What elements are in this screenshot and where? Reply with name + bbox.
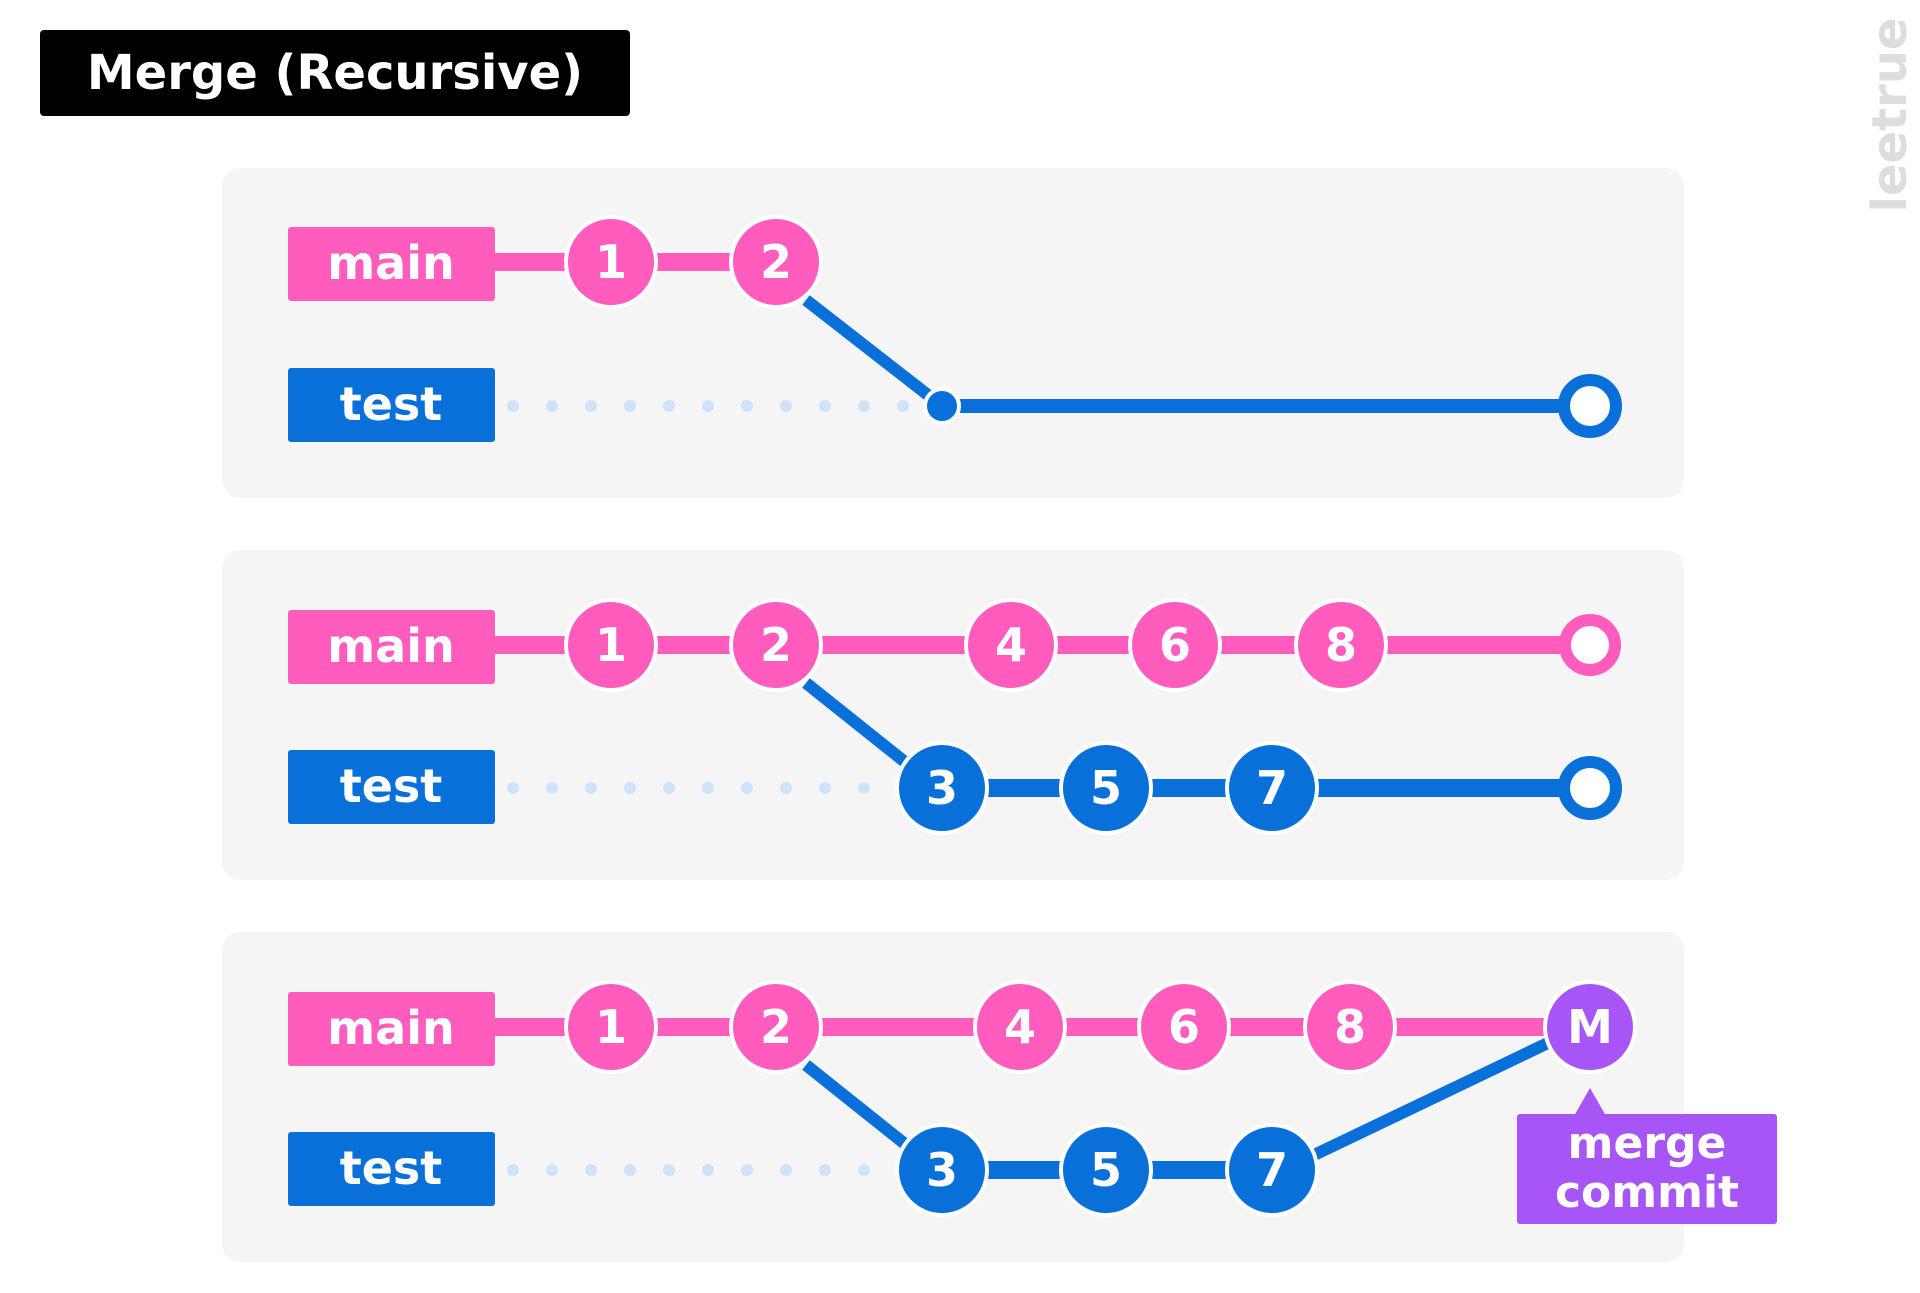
commit-label: 6	[1168, 1000, 1200, 1054]
branch-label-test-text: test	[340, 1141, 443, 1195]
commit-node	[1303, 980, 1397, 1074]
branch-label-main	[288, 227, 495, 301]
commit-node	[564, 980, 658, 1074]
commit-node	[564, 215, 658, 309]
branch-tip-test	[1558, 756, 1622, 820]
commit-label: 8	[1325, 618, 1357, 672]
dotted-history	[507, 400, 909, 412]
commit-label: 7	[1256, 761, 1288, 815]
commit-label: 1	[595, 235, 627, 289]
merge-commit-label: M	[1567, 1000, 1613, 1054]
commit-node	[1137, 980, 1231, 1074]
commit-node	[1059, 741, 1153, 835]
branch-off-line	[802, 295, 946, 411]
callout-line-1: merge	[1568, 1118, 1727, 1169]
branch-label-test-text: test	[340, 759, 443, 813]
panel-1: main 1 2 test	[222, 168, 1684, 498]
commit-label: 4	[995, 618, 1027, 672]
branch-label-main-text: main	[327, 619, 455, 673]
dotted-history	[507, 1164, 870, 1176]
commit-label: 3	[926, 761, 958, 815]
commit-label: 5	[1090, 1143, 1122, 1197]
commit-node	[1059, 1123, 1153, 1217]
branch-point	[923, 387, 961, 425]
branch-label-main-text: main	[327, 236, 455, 290]
branch-label-main	[288, 610, 495, 684]
commit-label: 4	[1004, 1000, 1036, 1054]
merge-line	[1309, 1036, 1553, 1162]
commit-node	[973, 980, 1067, 1074]
page-title: Merge (Recursive)	[40, 30, 630, 116]
commit-node	[1225, 1123, 1319, 1217]
branch-tip-test	[1558, 374, 1622, 438]
commit-node	[729, 215, 823, 309]
branch-label-main-text: main	[327, 1001, 455, 1055]
commit-node	[1294, 598, 1388, 692]
callout-pointer	[1574, 1088, 1606, 1116]
commit-label: 7	[1256, 1143, 1288, 1197]
commit-label: 3	[926, 1143, 958, 1197]
commit-node	[564, 598, 658, 692]
commit-node	[895, 741, 989, 835]
panel-1-background	[222, 168, 1684, 498]
dotted-history	[507, 782, 870, 794]
commit-label: 1	[595, 1000, 627, 1054]
commit-label: 6	[1159, 618, 1191, 672]
commit-label: 2	[760, 1000, 792, 1054]
branch-label-test	[288, 368, 495, 442]
merge-commit-callout: merge commit	[1517, 1088, 1777, 1224]
commit-label: 8	[1334, 1000, 1366, 1054]
callout-line-2: commit	[1555, 1167, 1739, 1218]
panel-2: main 1 2 4 6 8 test 3 5 7	[222, 550, 1684, 880]
commit-label: 5	[1090, 761, 1122, 815]
panel-3: main 1 2 4 6 8 test 3 5 7	[222, 932, 1777, 1262]
branch-label-test-text: test	[340, 377, 443, 431]
branch-label-test	[288, 750, 495, 824]
commit-node	[895, 1123, 989, 1217]
branch-label-test	[288, 1132, 495, 1206]
branch-off-line	[802, 1060, 914, 1153]
commit-node	[729, 980, 823, 1074]
branch-off-line	[802, 678, 914, 771]
branch-label-main	[288, 992, 495, 1066]
callout-box	[1517, 1114, 1777, 1224]
merge-commit-node	[1543, 980, 1637, 1074]
commit-label: 1	[595, 618, 627, 672]
commit-node	[1128, 598, 1222, 692]
commit-label: 2	[760, 235, 792, 289]
commit-node	[964, 598, 1058, 692]
branch-tip-main	[1559, 614, 1621, 676]
commit-label: 2	[760, 618, 792, 672]
commit-node	[1225, 741, 1319, 835]
commit-node	[729, 598, 823, 692]
